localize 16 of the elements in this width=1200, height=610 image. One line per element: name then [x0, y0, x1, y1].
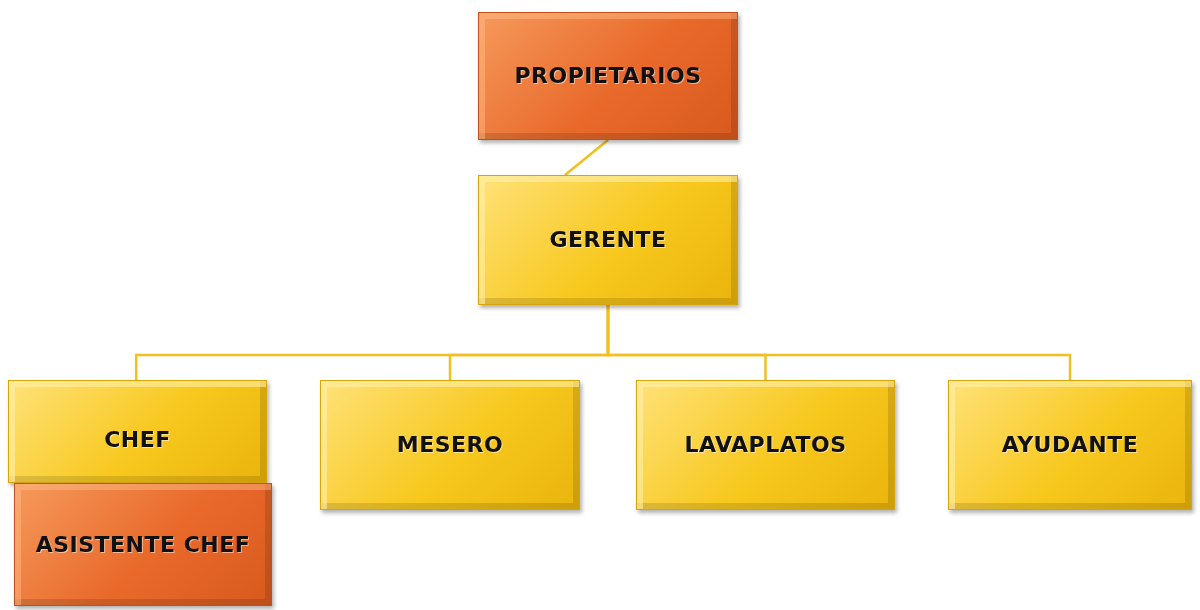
role-title: LAVAPLATOS: [684, 431, 847, 459]
role-title: AYUDANTE: [1001, 431, 1139, 459]
role-title: MESERO: [396, 431, 504, 459]
connector-line: [564, 139, 609, 176]
role-title: GERENTE: [549, 226, 667, 254]
role-box: [8, 380, 267, 483]
role-title: ASISTENTE CHEF: [35, 530, 251, 559]
role-title: CHEF: [104, 425, 171, 454]
role-box: [478, 175, 738, 305]
role-box: [636, 380, 895, 510]
role-box: [948, 380, 1192, 510]
role-box: [320, 380, 580, 510]
role-title: PROPIETARIOS: [514, 62, 702, 90]
role-box: [14, 483, 272, 606]
role-box: [478, 12, 738, 140]
connector-line: [606, 305, 1072, 380]
